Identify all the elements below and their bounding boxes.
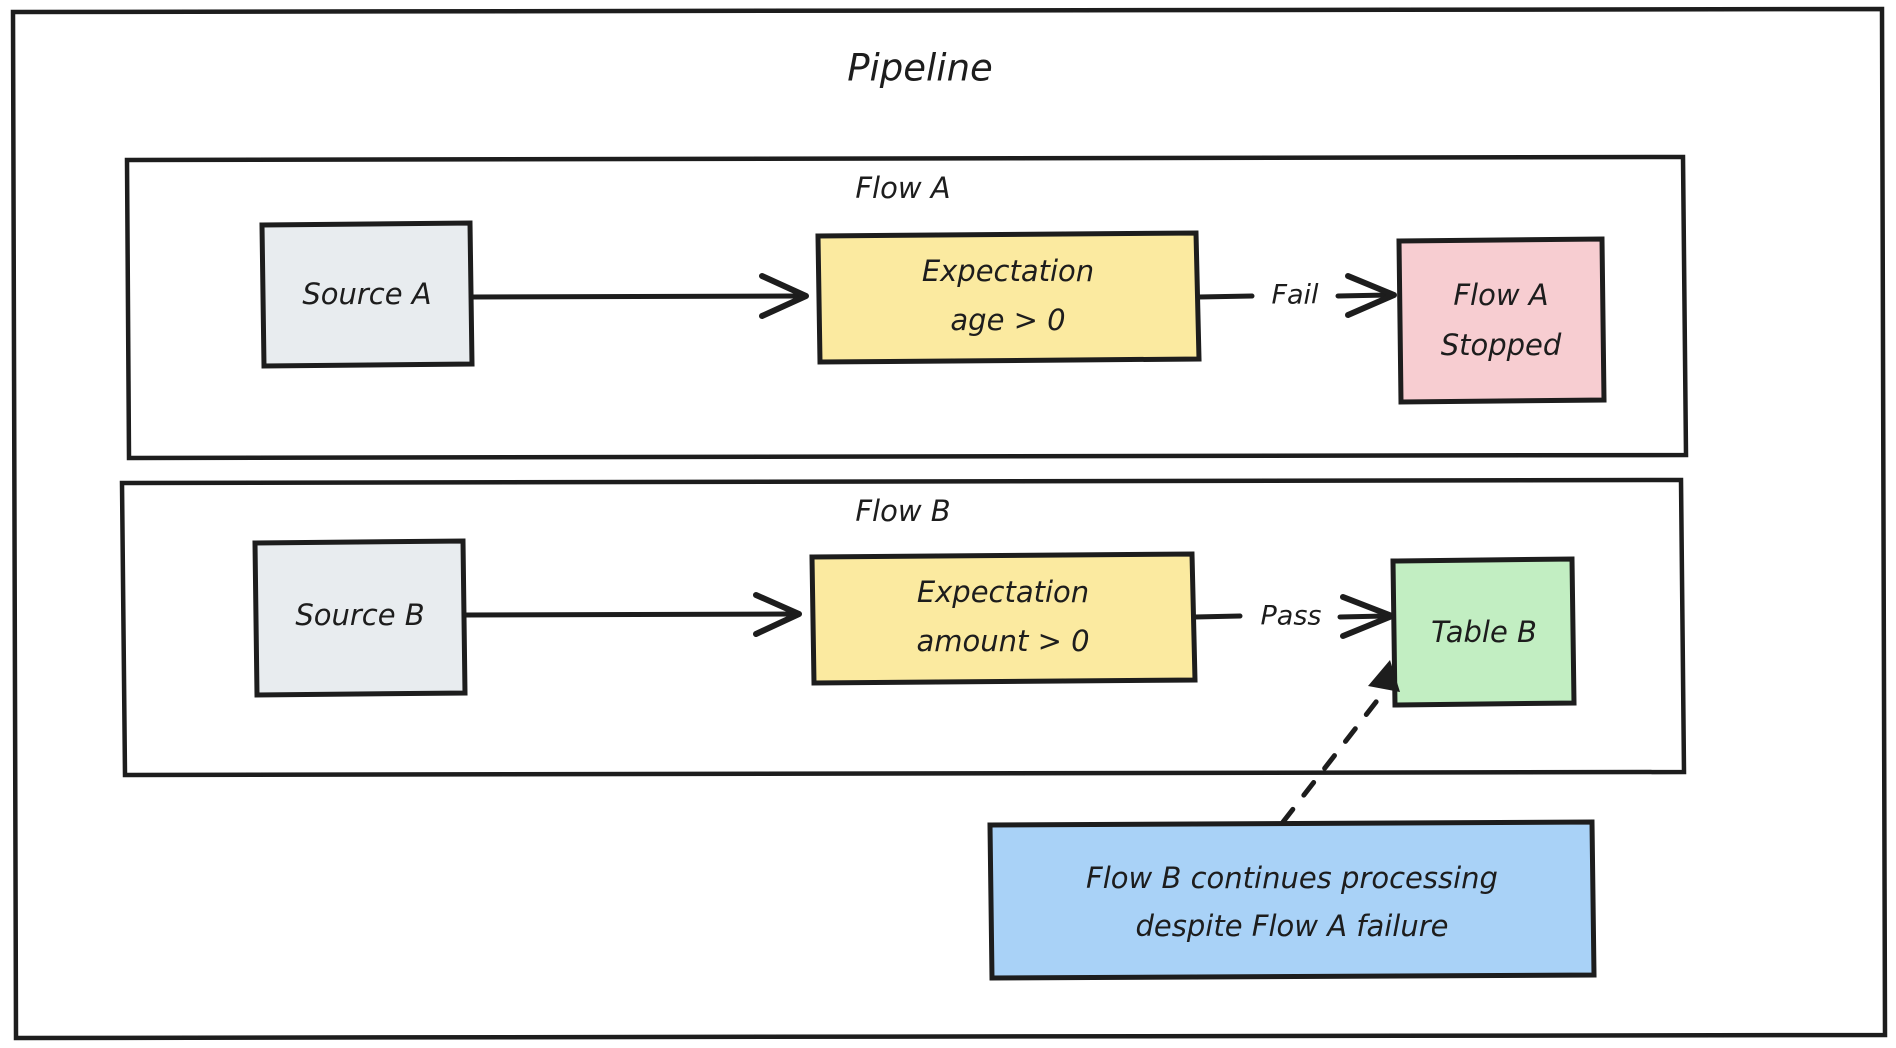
group-label-flow-b: Flow B xyxy=(855,494,950,528)
edge-expect-a-to-stopped: Fail xyxy=(1196,273,1397,318)
node-label-expectation-b-line2: amount > 0 xyxy=(916,624,1089,658)
edge-source-b-to-expect-b xyxy=(462,592,802,637)
node-label-source-b: Source B xyxy=(295,598,424,632)
node-label-flow-a-stopped-line2: Stopped xyxy=(1441,328,1562,362)
node-source-a[interactable]: Source A xyxy=(259,220,475,369)
note-label-line2: despite Flow A failure xyxy=(1136,909,1449,943)
node-label-source-a: Source A xyxy=(302,277,431,311)
node-expectation-a[interactable]: Expectation age > 0 xyxy=(815,230,1202,365)
node-label-expectation-a-line1: Expectation xyxy=(922,254,1094,288)
node-label-expectation-a-line2: age > 0 xyxy=(950,303,1065,337)
edge-label-fail: Fail xyxy=(1271,280,1319,311)
edge-label-pass: Pass xyxy=(1261,601,1322,632)
node-label-table-b: Table B xyxy=(1431,615,1537,649)
group-label-flow-a: Flow A xyxy=(855,171,950,205)
page-title: Pipeline xyxy=(847,47,993,90)
note-label-line1: Flow B continues processing xyxy=(1086,861,1498,895)
node-source-b[interactable]: Source B xyxy=(252,538,468,698)
node-table-b[interactable]: Table B xyxy=(1390,556,1577,708)
node-expectation-b[interactable]: Expectation amount > 0 xyxy=(809,551,1198,686)
node-flow-a-stopped[interactable]: Flow A Stopped xyxy=(1396,236,1607,405)
node-label-expectation-b-line1: Expectation xyxy=(917,575,1089,609)
connector-note-to-table-b xyxy=(1280,660,1400,825)
note-flow-b-continues[interactable]: Flow B continues processing despite Flow… xyxy=(987,819,1597,981)
node-label-flow-a-stopped-line1: Flow A xyxy=(1453,278,1548,312)
edge-source-a-to-expect-a xyxy=(469,273,809,319)
